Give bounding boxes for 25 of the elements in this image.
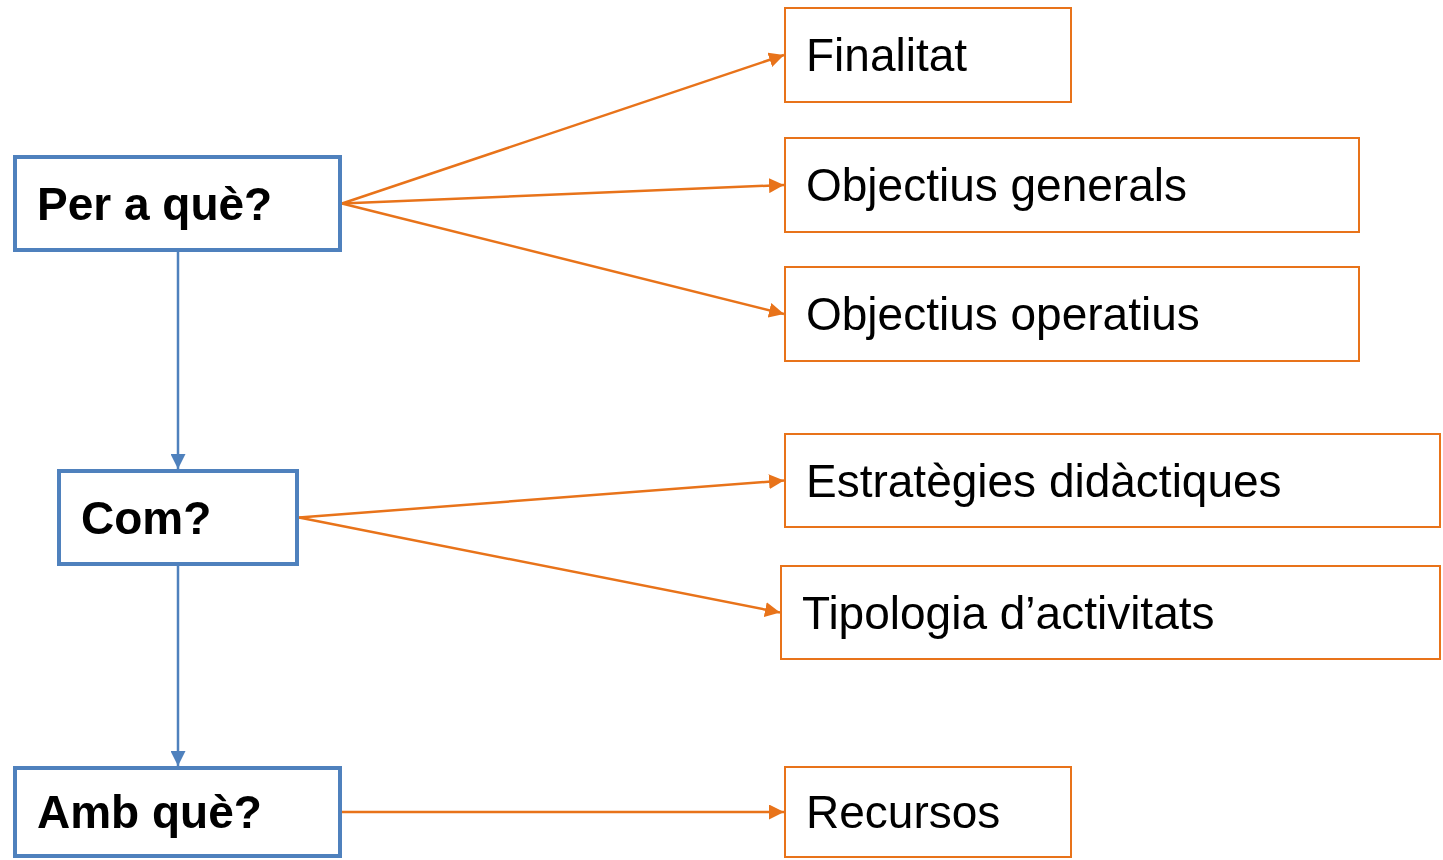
topic-box	[784, 266, 1360, 362]
box-text: Amb què?	[37, 785, 262, 839]
arrow	[298, 474, 785, 519]
arrow	[170, 252, 186, 469]
box-text: Objectius generals	[806, 158, 1187, 212]
arrow	[298, 516, 781, 617]
arrow	[342, 804, 784, 820]
arrow	[341, 202, 785, 318]
topic-box	[784, 766, 1072, 858]
box-text: Estratègies didàctiques	[806, 453, 1282, 508]
topic-box	[784, 7, 1072, 103]
topic-box	[780, 565, 1441, 660]
topic-box	[784, 433, 1441, 528]
box-text: Tipologia d’activitats	[802, 585, 1215, 640]
question-box	[57, 469, 299, 566]
box-text: Per a què?	[37, 176, 273, 231]
topic-box	[784, 137, 1360, 233]
box-text: Finalitat	[806, 28, 968, 82]
arrow	[341, 52, 785, 205]
question-box	[13, 766, 342, 858]
question-box	[13, 155, 342, 252]
box-text: Recursos	[806, 785, 1001, 839]
box-text: Objectius operatius	[806, 287, 1200, 341]
arrow	[170, 566, 186, 766]
box-text: Com?	[81, 490, 212, 545]
